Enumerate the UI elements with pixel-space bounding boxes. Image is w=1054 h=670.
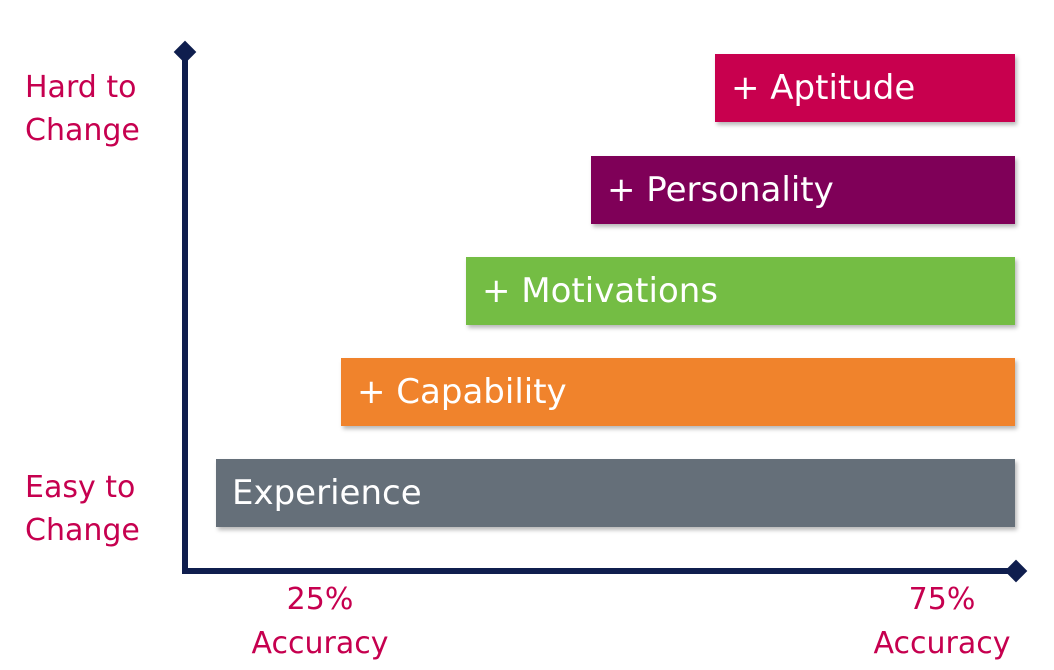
bar-aptitude-label: + Aptitude	[731, 68, 916, 108]
bar-motivations: + Motivations	[466, 257, 1015, 325]
bar-personality: + Personality	[591, 156, 1015, 224]
bar-experience: Experience	[216, 459, 1015, 527]
hard-to-change-line-2: Change	[25, 113, 140, 148]
easy-to-change-label: Easy to Change	[25, 466, 140, 552]
easy-to-change-line-1: Easy to	[25, 470, 136, 505]
bar-aptitude: + Aptitude	[715, 54, 1015, 122]
bar-motivations-label: + Motivations	[482, 271, 719, 311]
hard-to-change-line-1: Hard to	[25, 70, 137, 105]
hard-to-change-label: Hard to Change	[25, 66, 140, 152]
bar-personality-label: + Personality	[607, 170, 834, 210]
y-axis-line	[182, 52, 188, 574]
bar-capability: + Capability	[341, 358, 1015, 426]
bar-capability-label: + Capability	[357, 372, 567, 412]
bar-experience-label: Experience	[232, 473, 422, 513]
x-axis-left-caption: Accuracy	[251, 626, 389, 661]
x-axis-right-value: 75%	[908, 582, 976, 617]
x-axis-left-label: 25% Accuracy	[210, 578, 430, 666]
y-axis-arrow-icon	[173, 40, 197, 64]
x-axis-right-caption: Accuracy	[873, 626, 1011, 661]
x-axis-left-value: 25%	[286, 582, 354, 617]
easy-to-change-line-2: Change	[25, 513, 140, 548]
x-axis-right-label: 75% Accuracy	[832, 578, 1052, 666]
x-axis-line	[182, 568, 1012, 574]
